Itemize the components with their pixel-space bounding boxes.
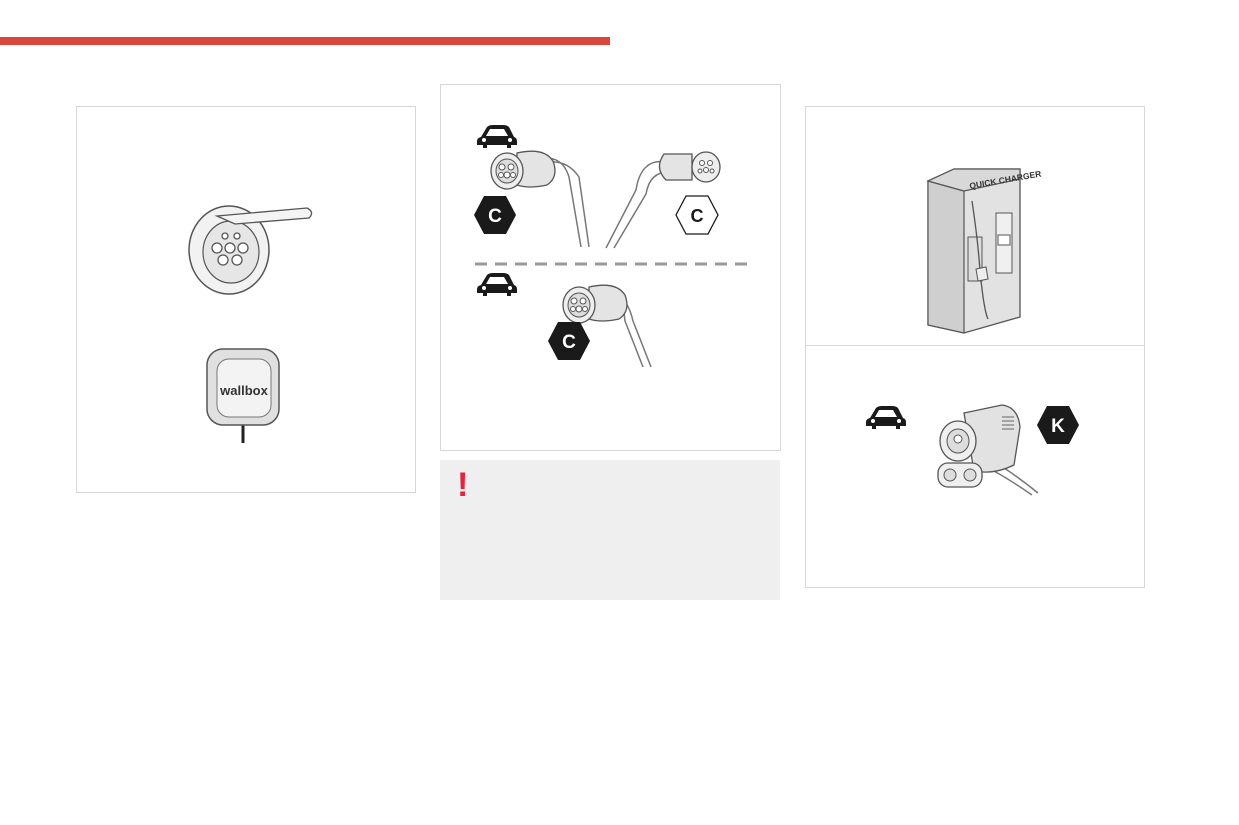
panel-divider: [806, 345, 1144, 346]
badge-c-filled: C: [474, 196, 516, 234]
badge-c-label: C: [562, 332, 576, 353]
badge-c-label: C: [691, 206, 704, 226]
car-icon: [477, 125, 517, 148]
quick-charger-panel: QUICK CHARGER K: [805, 106, 1145, 588]
badge-k-label: K: [1051, 416, 1065, 437]
wallbox-brand-label: wallbox: [219, 383, 268, 398]
type2-connector-icon: [490, 150, 590, 248]
badge-c-filled: C: [548, 322, 590, 360]
dashed-divider: [475, 262, 751, 266]
badge-c-label: C: [488, 206, 502, 227]
warning-box: !: [440, 460, 780, 600]
car-icon: [866, 406, 906, 429]
type2-connector-icon: [562, 284, 652, 368]
connector-type-c-panel: C C C: [440, 84, 781, 451]
type2-connector-icon: [605, 151, 721, 249]
ccs-connector-icon: [937, 404, 1039, 496]
header-accent-bar: [0, 37, 610, 45]
badge-k-filled: K: [1037, 406, 1079, 444]
badge-c-outline: C: [675, 195, 719, 235]
exclamation-icon: !: [457, 466, 469, 504]
charging-socket-panel: wallbox: [76, 106, 416, 493]
socket-icon: [188, 205, 313, 295]
wallbox-icon: wallbox: [206, 348, 280, 443]
quick-charger-icon: QUICK CHARGER: [926, 168, 1042, 334]
car-icon: [477, 273, 517, 296]
